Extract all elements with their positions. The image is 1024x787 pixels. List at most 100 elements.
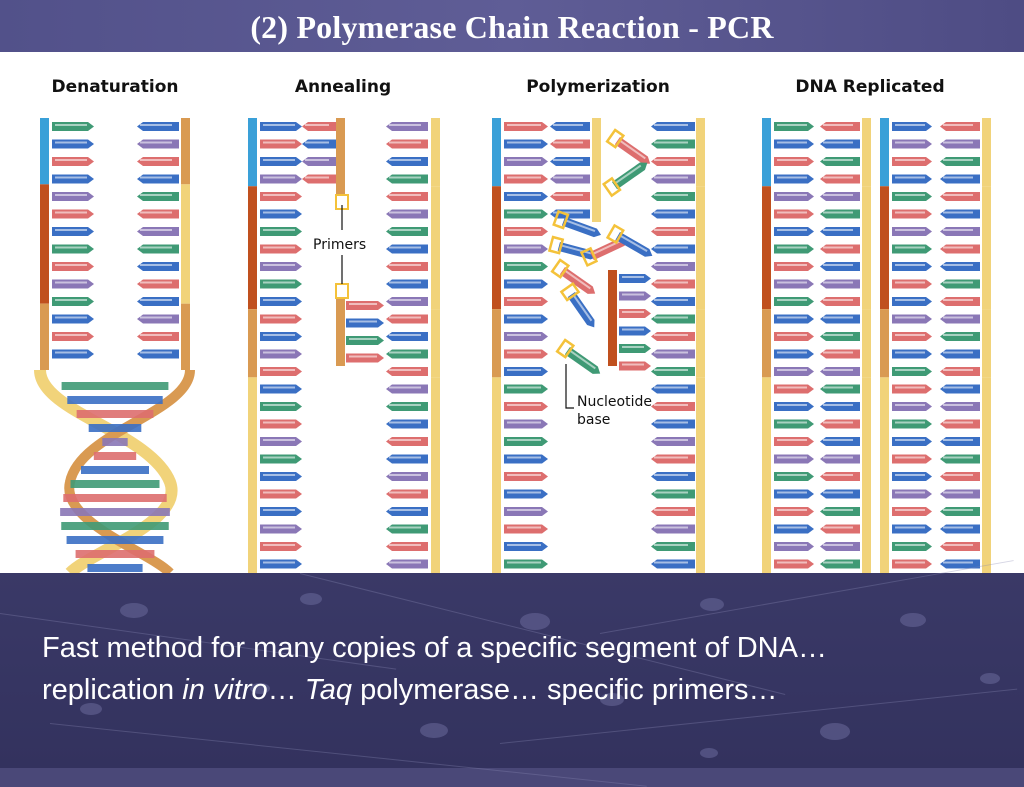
nucleotide-base (260, 507, 302, 516)
base-highlight (622, 328, 644, 331)
caption: Fast method for many copies of a specifi… (42, 627, 1002, 711)
base-highlight (895, 491, 925, 494)
primers-label: Primers (313, 237, 366, 253)
base-highlight (507, 211, 541, 214)
base-highlight (389, 176, 421, 179)
nucleotide-base (619, 326, 651, 336)
nucleotide-base (892, 384, 932, 394)
nucleotide-base (651, 419, 695, 429)
base-highlight (140, 229, 172, 231)
base-highlight (55, 229, 87, 231)
nucleotide-label-line2: base (577, 412, 610, 428)
base-highlight (263, 246, 295, 249)
nucleotide-base (774, 244, 814, 254)
base-highlight (943, 369, 973, 371)
nucleotide-base (52, 297, 94, 306)
dna-backbone (862, 118, 871, 187)
nucleotide-base (892, 437, 932, 446)
dna-backbone (492, 118, 501, 187)
nucleotide-base (940, 524, 980, 534)
base-highlight (553, 194, 583, 196)
nucleotide-base (820, 174, 860, 184)
base-highlight (895, 299, 925, 301)
base-highlight (943, 439, 973, 441)
dna-backbone (181, 303, 190, 370)
nucleotide-base (940, 349, 980, 359)
nucleotide-base (386, 279, 428, 289)
base-highlight (263, 264, 295, 266)
base-highlight (823, 421, 853, 424)
base-highlight (823, 194, 853, 196)
nucleotide-phosphate (552, 209, 570, 230)
base-highlight (823, 124, 853, 126)
base-highlight (389, 544, 421, 546)
base-highlight (823, 474, 853, 476)
base-highlight (823, 509, 853, 511)
base-highlight (654, 281, 688, 284)
nucleotide-base (504, 384, 548, 394)
nucleotide-base (651, 402, 695, 411)
nucleotide-base (892, 402, 932, 411)
base-highlight (943, 246, 973, 249)
nucleotide-base (892, 279, 932, 289)
base-highlight (507, 264, 541, 266)
nucleotide-base (386, 402, 428, 411)
nucleotide-base (774, 419, 814, 429)
nucleotide-base (137, 279, 179, 289)
dna-backbone (248, 309, 257, 378)
base-highlight (823, 176, 853, 179)
callouts: Primers Nucleotide base (313, 205, 652, 428)
base-highlight (777, 211, 807, 214)
base-highlight (263, 334, 295, 336)
base-highlight (55, 281, 87, 284)
nucleotide-base (386, 139, 428, 149)
nucleotide-base (940, 244, 980, 254)
base-highlight (654, 124, 688, 126)
nucleotide-base (260, 314, 302, 324)
dna-backbone (492, 186, 501, 310)
background-bubble (600, 693, 624, 707)
nucleotide-base (820, 489, 860, 499)
base-highlight (654, 299, 688, 301)
nucleotide-base (504, 559, 548, 569)
base-highlight (943, 386, 973, 389)
nucleotide-base (504, 297, 548, 306)
base-highlight (140, 264, 172, 266)
nucleotide-base (940, 227, 980, 236)
base-highlight (55, 141, 87, 144)
dna-backbone (762, 377, 771, 573)
background-bubble (700, 748, 718, 758)
base-highlight (895, 456, 925, 459)
nucleotide-base (892, 507, 932, 516)
nucleotide-base (504, 279, 548, 289)
base-highlight (507, 176, 541, 179)
base-highlight (895, 439, 925, 441)
base-highlight (943, 299, 973, 301)
base-highlight (654, 491, 688, 494)
dna-backbone (696, 118, 705, 187)
dna-backbone (181, 118, 190, 185)
base-highlight (777, 141, 807, 144)
dna-backbone (880, 186, 889, 310)
nucleotide-phosphate (579, 246, 599, 268)
base-highlight (55, 299, 87, 301)
nucleotide-base (774, 507, 814, 516)
base-highlight (654, 386, 688, 389)
nucleotide-base (940, 157, 980, 166)
base-highlight (389, 281, 421, 284)
nucleotide-base (892, 314, 932, 324)
helix-base-pair (60, 508, 170, 516)
background-bubble (250, 683, 270, 694)
helix-base-pair (61, 382, 169, 390)
nucleotide-base (260, 349, 302, 359)
nucleotide-base (137, 262, 179, 271)
background-bubble (80, 703, 102, 716)
base-highlight (777, 299, 807, 301)
primer-backbone (336, 298, 345, 366)
base-highlight (389, 229, 421, 231)
nucleotide-base (820, 244, 860, 254)
base-highlight (823, 246, 853, 249)
base-highlight (389, 456, 421, 459)
title-bar: (2) Polymerase Chain Reaction - PCR (0, 0, 1024, 52)
base-highlight (55, 194, 87, 196)
